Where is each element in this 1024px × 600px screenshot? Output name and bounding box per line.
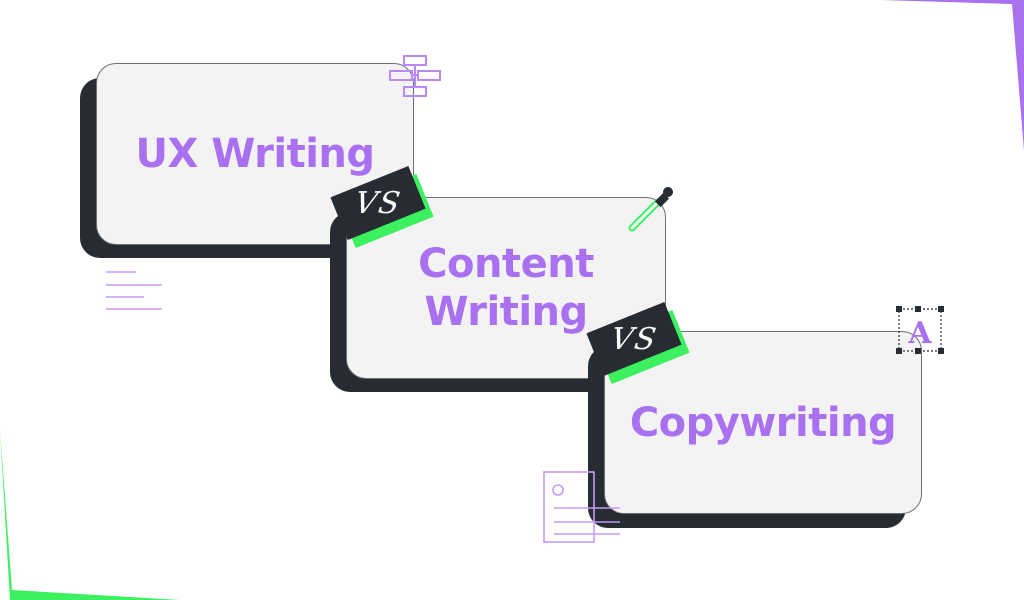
text-letter-icon: A [896,306,944,354]
green-corner-accent [0,430,180,600]
flowchart-icon [389,55,441,97]
purple-corner-accent [880,0,1024,150]
vs-badge-2: VS [586,301,690,385]
pipette-icon [628,187,673,232]
document-icon [543,471,620,543]
vs-badge-1-label: VS [351,185,405,221]
text-lines-icon [106,271,162,310]
vs-badge-1: VS [330,165,434,249]
card-title-content-writing: Content Writing [418,241,594,335]
text-letter-glyph: A [907,316,932,351]
vs-badge-2-label: VS [607,321,661,357]
card-title-ux-writing: UX Writing [135,131,375,177]
card-title-copywriting: Copywriting [629,399,897,446]
